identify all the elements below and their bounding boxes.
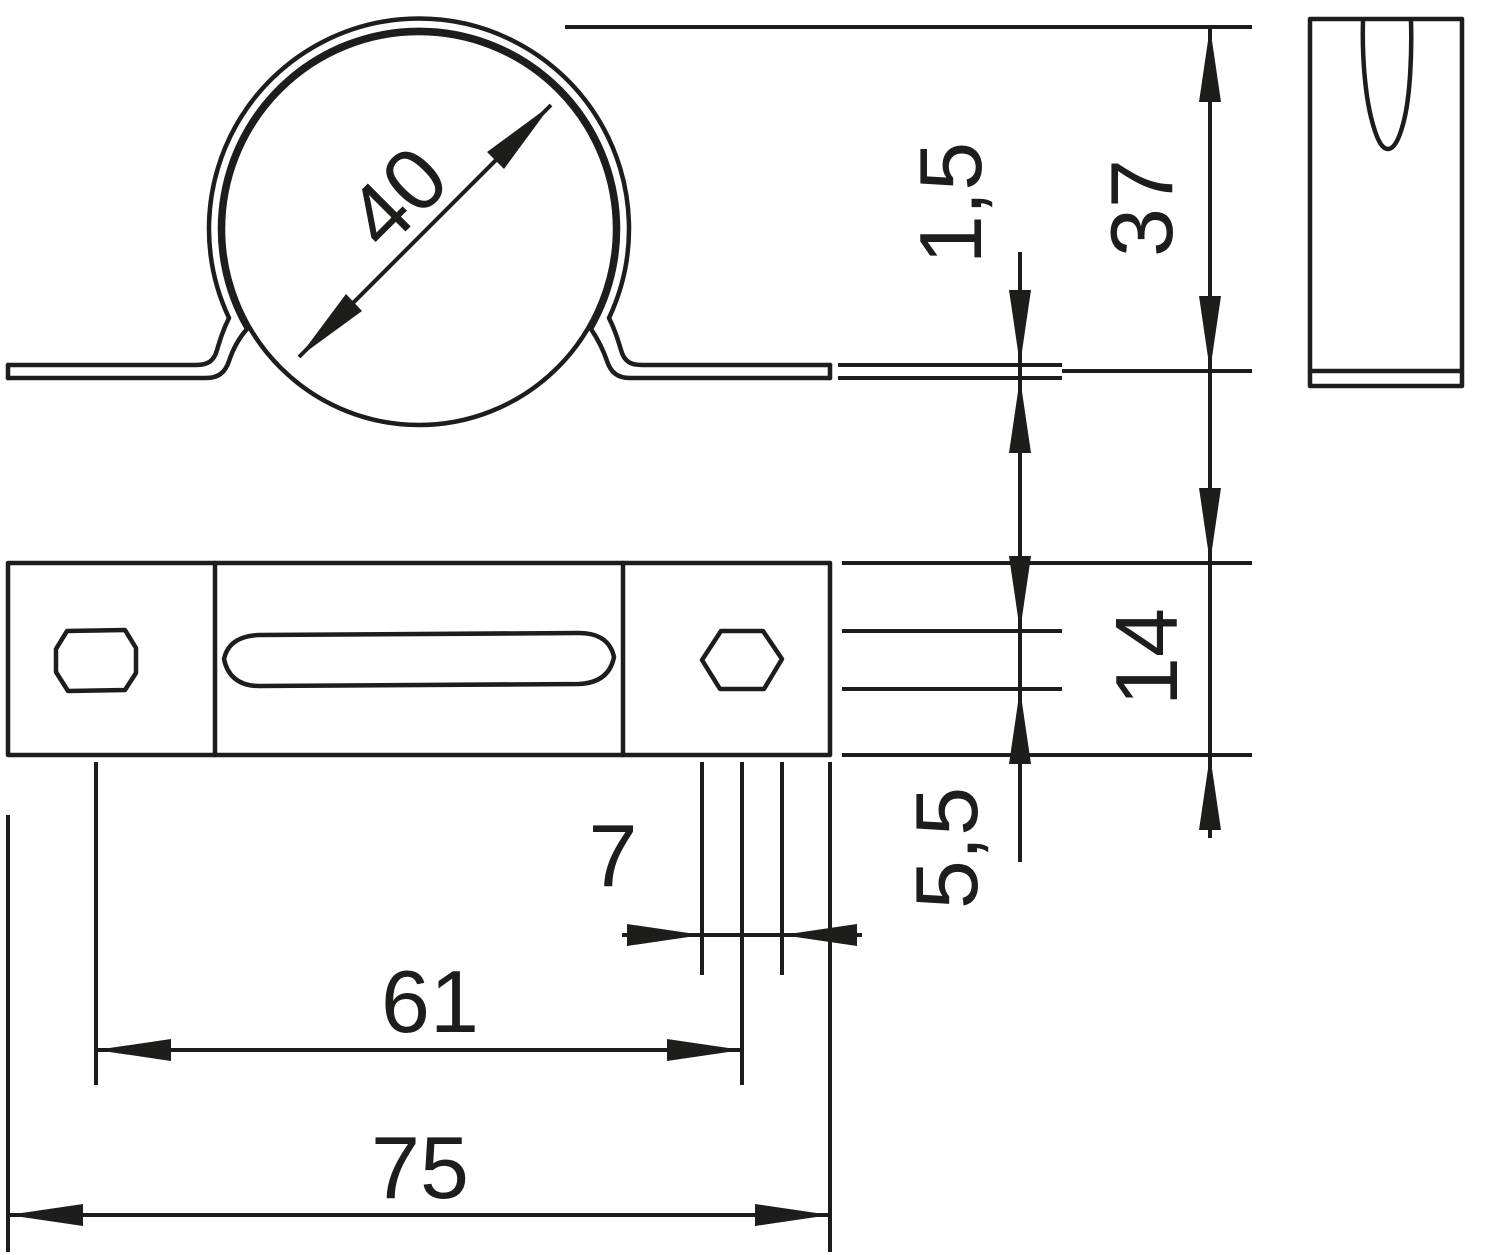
pipe-circle xyxy=(220,30,618,428)
plan-center-slot xyxy=(221,630,617,689)
dim-55-label: 5,5 xyxy=(897,787,996,909)
dimension-height: 37 xyxy=(565,25,1252,838)
dimension-thickness: 1,5 xyxy=(838,142,1062,862)
dim-55-arrow-up xyxy=(1009,689,1031,764)
dim-55-arrow-down xyxy=(1009,556,1031,631)
dim-37-arrow-up xyxy=(1199,27,1221,102)
dim-15-label: 1,5 xyxy=(901,142,1000,264)
dim-75-arrow-left xyxy=(8,1204,83,1226)
dim-75-arrow-right xyxy=(755,1204,830,1226)
dim-15-arrow-up xyxy=(1009,378,1031,453)
dim-75-label: 75 xyxy=(371,1118,469,1217)
dim-7-arrow-left xyxy=(782,924,857,946)
dim-7-arrow-right xyxy=(627,924,702,946)
front-view xyxy=(5,16,833,428)
dim-40-arrow-lower xyxy=(299,294,362,357)
side-outline xyxy=(1307,16,1465,389)
dim-14-label: 14 xyxy=(1097,608,1196,706)
dimension-hole-spacing: 61 xyxy=(94,762,744,1085)
dim-14-arrow-up xyxy=(1199,755,1221,830)
dim-15-arrow-down xyxy=(1009,290,1031,365)
dim-40-arrow-upper xyxy=(487,105,551,169)
strap-inner-line xyxy=(5,27,833,381)
strap-outer-line xyxy=(5,16,833,368)
dimension-diameter: 40 xyxy=(297,103,553,359)
dim-14-arrow-down xyxy=(1199,488,1221,563)
side-slot xyxy=(1360,18,1414,152)
plan-outline xyxy=(5,560,833,758)
dim-61-arrow-right xyxy=(667,1039,742,1061)
dim-7-label: 7 xyxy=(589,806,638,905)
dimension-width: 14 xyxy=(842,488,1252,830)
dim-40-label: 40 xyxy=(327,127,466,266)
dimension-hole-height: 5,5 xyxy=(842,556,1062,909)
dim-61-arrow-left xyxy=(96,1039,171,1061)
dimension-overall-length: 75 xyxy=(6,762,832,1252)
plan-hole-right xyxy=(699,628,785,692)
dim-37-label: 37 xyxy=(1092,159,1191,257)
dimension-hole-width: 7 xyxy=(589,762,862,975)
dim-37-arrow-down xyxy=(1199,296,1221,371)
dim-61-label: 61 xyxy=(381,952,479,1051)
plan-hole-left xyxy=(53,627,139,694)
side-view xyxy=(1307,16,1465,389)
plan-view xyxy=(5,560,833,758)
